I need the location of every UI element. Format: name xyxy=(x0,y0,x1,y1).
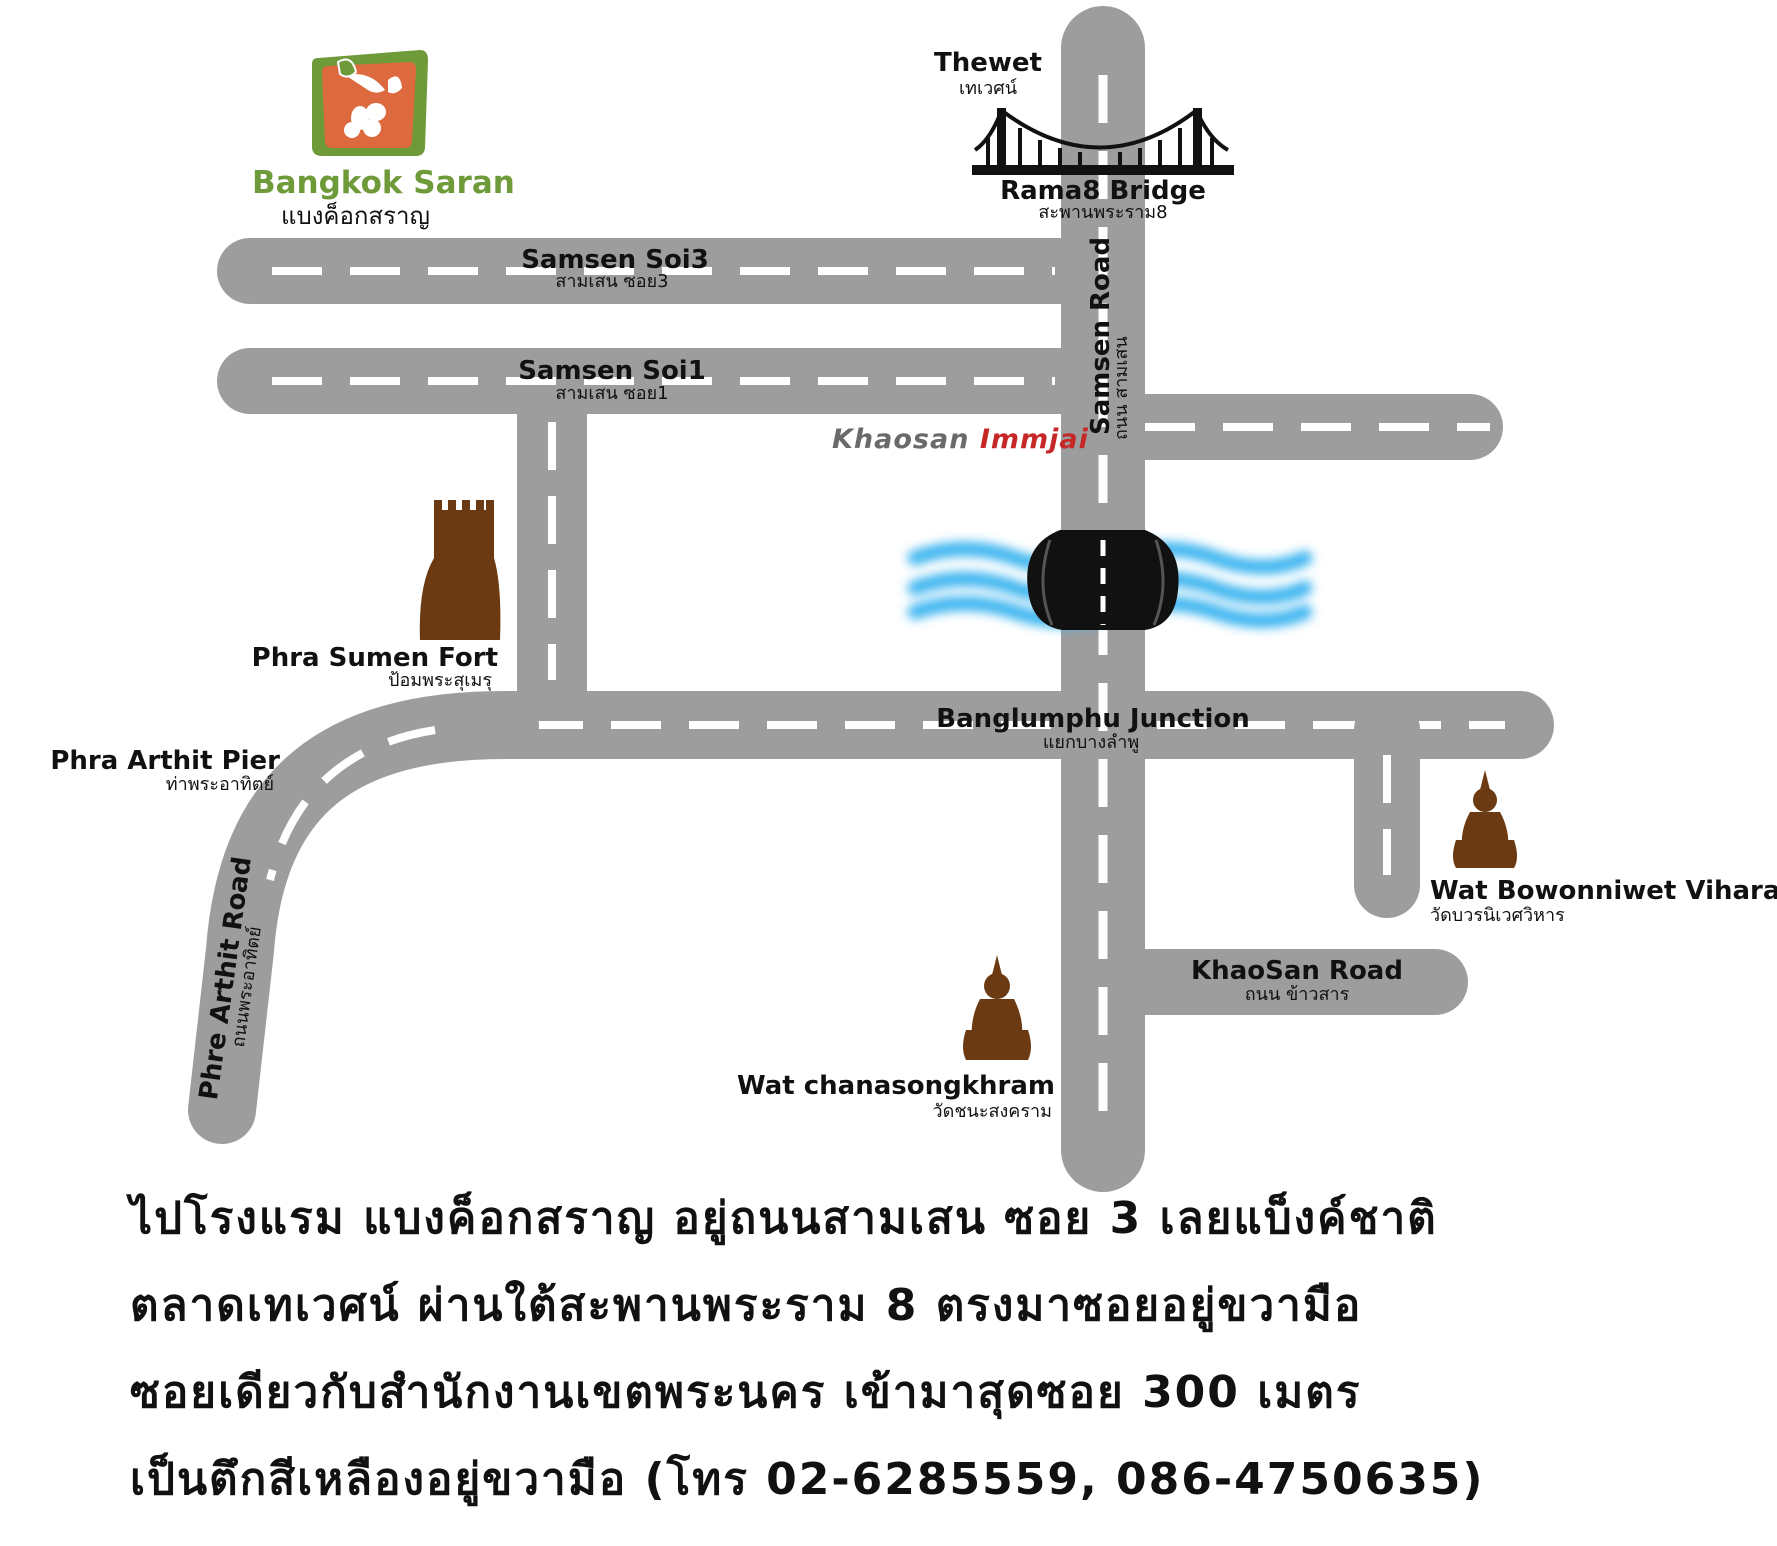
khaosan-road-label-th: ถนน ข้าวสาร xyxy=(1244,984,1350,1005)
thewet-label: Thewet xyxy=(934,48,1042,78)
wat-chana-label: Wat chanasongkhram xyxy=(736,1071,1055,1101)
wat-bowonniwet-buddha-icon xyxy=(1453,770,1517,868)
brand-name-th: แบงค็อกสราญ xyxy=(281,202,430,230)
phra-arthit-pier-label-th: ท่าพระอาทิตย์ xyxy=(165,774,274,795)
samsen-road-label-th: ถนน สามเสน xyxy=(1111,336,1132,440)
phra-sumen-fort-icon xyxy=(419,500,501,640)
banglumphu-bridge-icon xyxy=(1027,530,1179,630)
samsen-soi1-label-th: สามเสน ซอย1 xyxy=(555,383,669,404)
immjai-logo-text: Immjai xyxy=(979,424,1089,455)
wat-bowonniwet-label: Wat Bowonniwet Vihara xyxy=(1430,876,1777,906)
rama8-bridge-label-th: สะพานพระราม8 xyxy=(1038,202,1168,223)
khaosan-road-label: KhaoSan Road xyxy=(1191,956,1403,986)
khaosan-immjai-logo: Khaosan Immjai xyxy=(832,426,1089,453)
samsen-soi1-label: Samsen Soi1 xyxy=(518,356,706,386)
directions-line: เป็นตึกสีเหลืองอยู่ขวามือ (โทร 02-628555… xyxy=(130,1454,1485,1505)
road-phra-arthit xyxy=(188,691,539,1144)
directions-line: ไปโรงแรม แบงค็อกสราญ อยู่ถนนสามเสน ซอย 3… xyxy=(130,1193,1438,1244)
banglumphu-junction-label: Banglumphu Junction xyxy=(936,704,1250,734)
wat-bowonniwet-label-th: วัดบวรนิเวศวิหาร xyxy=(1430,905,1565,926)
directions-text: ไปโรงแรม แบงค็อกสราญ อยู่ถนนสามเสน ซอย 3… xyxy=(130,1175,1730,1523)
wat-chana-label-th: วัดชนะสงคราม xyxy=(932,1101,1052,1122)
wat-chanasongkhram-buddha-icon xyxy=(963,955,1031,1060)
thewet-label-th: เทเวศน์ xyxy=(958,78,1018,99)
phra-arthit-pier-label: Phra Arthit Pier xyxy=(50,746,280,776)
bangkok-saran-logo xyxy=(312,50,428,156)
phra-sumen-fort-label: Phra Sumen Fort xyxy=(251,643,498,673)
rama8-bridge-icon xyxy=(972,108,1234,175)
banglumphu-junction-label-th: แยกบางลำพู xyxy=(1042,732,1140,753)
khaosan-logo-text: Khaosan xyxy=(832,424,970,455)
directions-line: ซอยเดียวกับสำนักงานเขตพระนคร เข้ามาสุดซอ… xyxy=(130,1367,1362,1418)
samsen-soi3-label: Samsen Soi3 xyxy=(521,245,709,275)
phra-sumen-fort-label-th: ป้อมพระสุเมรุ xyxy=(388,670,492,691)
samsen-soi3-label-th: สามเสน ซอย3 xyxy=(555,271,669,292)
brand-name-en: Bangkok Saran xyxy=(252,165,515,201)
road-phra-arthit-dash xyxy=(266,726,436,881)
directions-line: ตลาดเทเวศน์ ผ่านใต้สะพานพระราม 8 ตรงมาซอ… xyxy=(130,1280,1363,1331)
rama8-bridge-label: Rama8 Bridge xyxy=(1000,176,1206,206)
